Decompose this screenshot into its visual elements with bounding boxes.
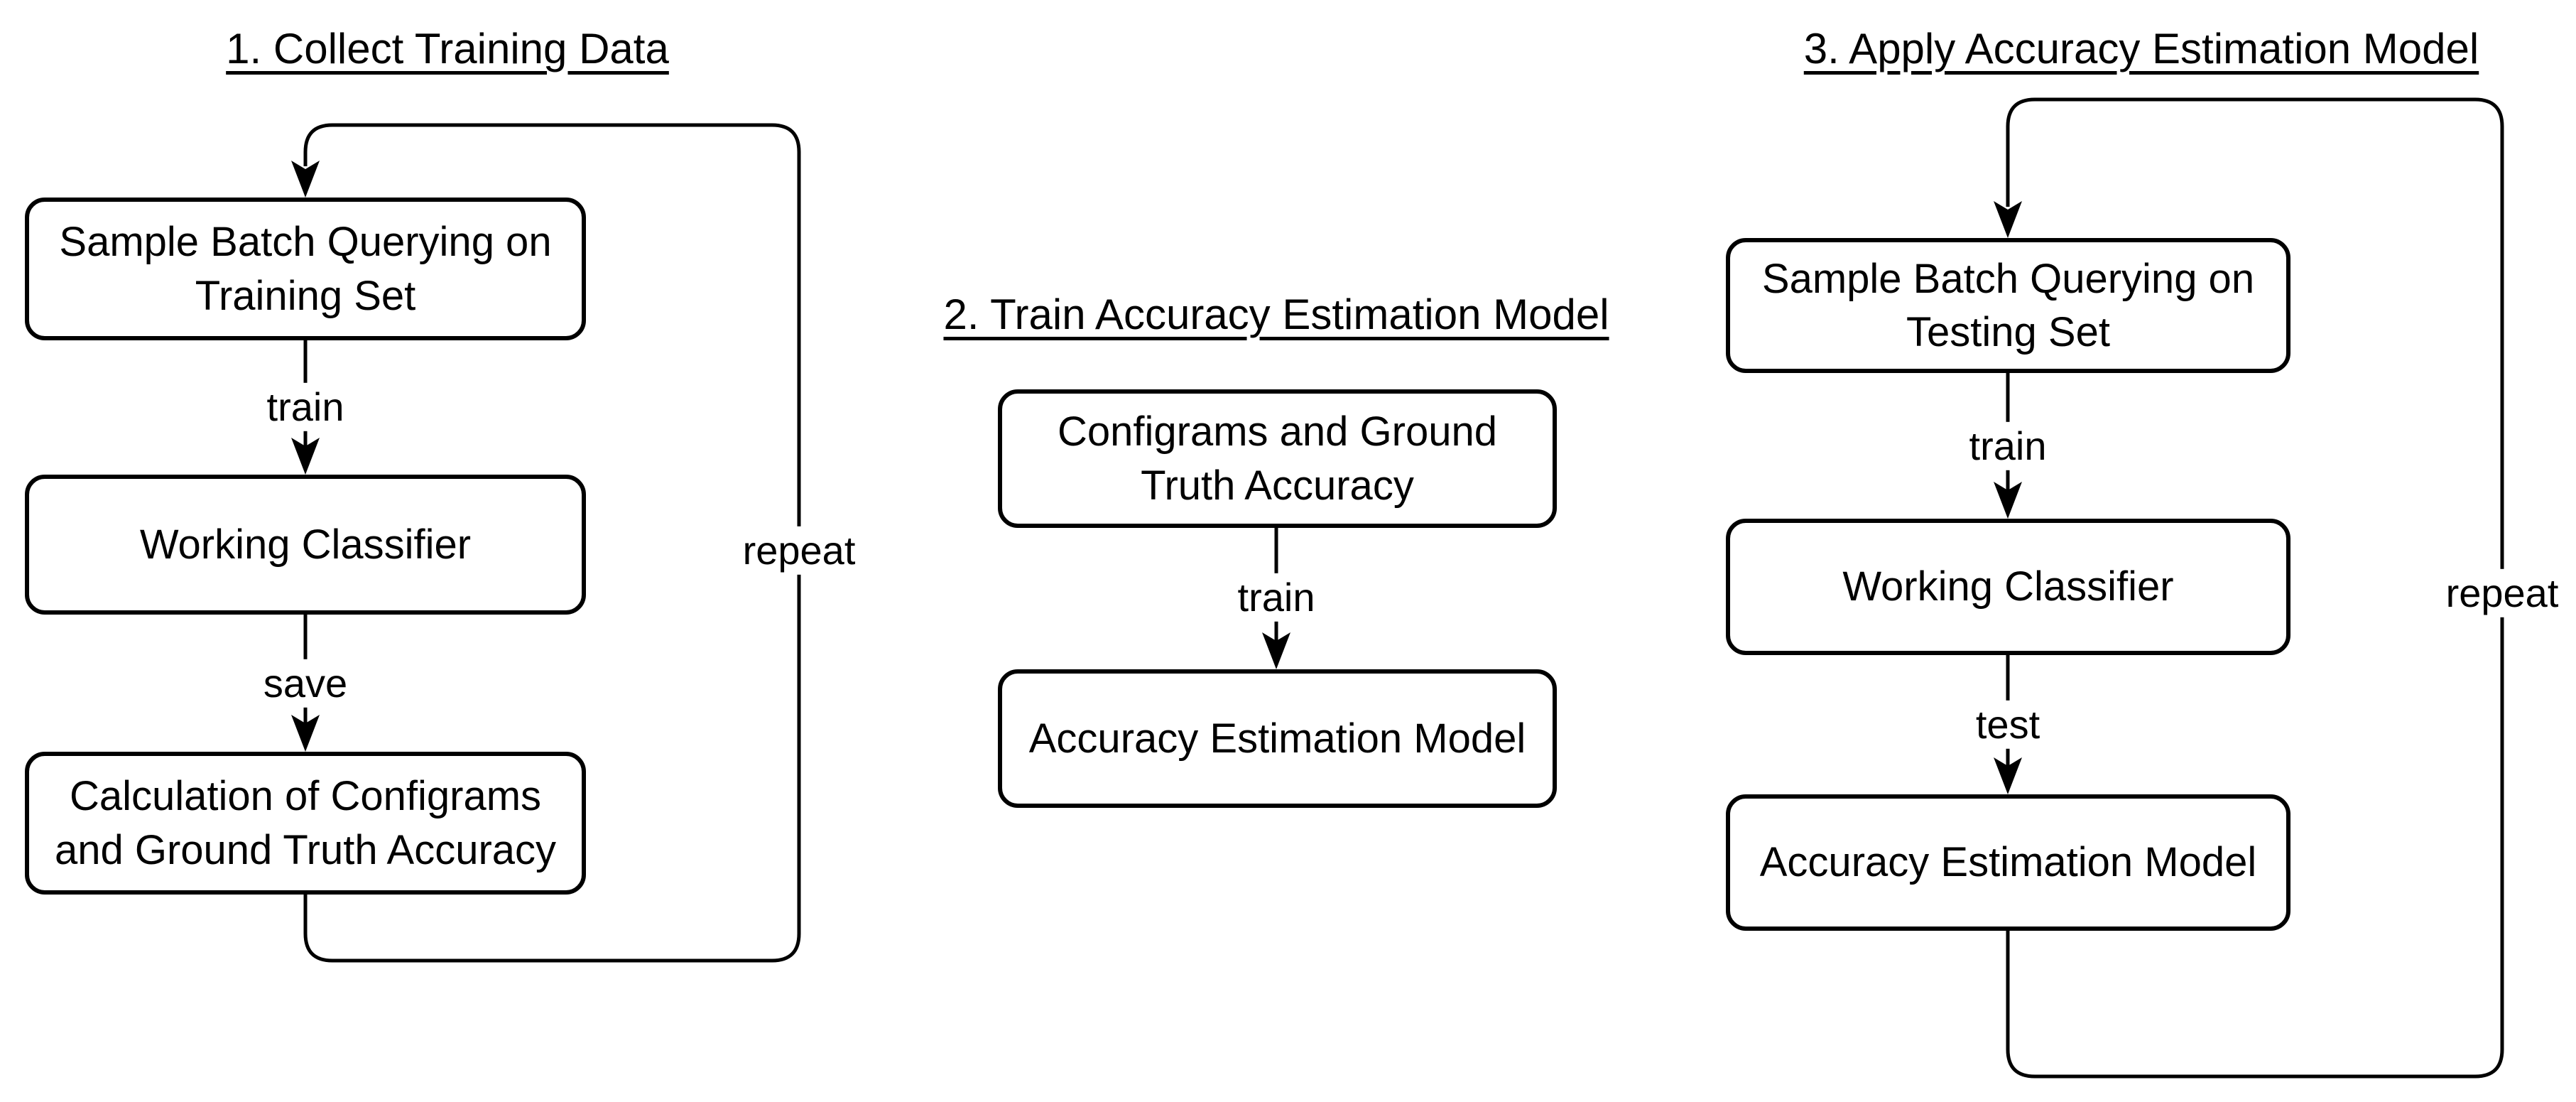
section-title-apply-accuracy-estimation-model: 3. Apply Accuracy Estimation Model: [1803, 25, 2479, 72]
edge-label-train-2: train: [1227, 573, 1325, 622]
arrowhead: [291, 161, 320, 198]
section-title-collect-training-data: 1. Collect Training Data: [226, 25, 669, 72]
section-title-train-accuracy-estimation-model: 2. Train Accuracy Estimation Model: [943, 291, 1609, 338]
edge-label-train-1: train: [256, 382, 354, 432]
edge-label-test: test: [1965, 700, 2050, 750]
loop-label-repeat-1: repeat: [732, 526, 866, 576]
node-working-classifier-2: Working Classifier: [1726, 519, 2290, 655]
node-accuracy-estimation-model-1: Accuracy Estimation Model: [998, 669, 1557, 808]
arrowhead: [291, 438, 320, 475]
edge-label-save: save: [253, 659, 358, 708]
node-sample-batch-querying-training-set: Sample Batch Querying on Training Set: [25, 198, 586, 340]
node-accuracy-estimation-model-2: Accuracy Estimation Model: [1726, 794, 2290, 931]
arrowhead: [1994, 757, 2022, 794]
edge-label-train-3: train: [1959, 421, 2057, 471]
arrowhead: [291, 715, 320, 752]
arrowhead: [1262, 632, 1290, 669]
node-calculation-configrams-ground-truth: Calculation of Configrams and Ground Tru…: [25, 752, 586, 895]
node-sample-batch-querying-testing-set: Sample Batch Querying on Testing Set: [1726, 238, 2290, 373]
node-working-classifier-1: Working Classifier: [25, 475, 586, 615]
arrowhead: [1994, 201, 2022, 238]
arrowhead: [1994, 482, 2022, 519]
loop-label-repeat-2: repeat: [2435, 568, 2569, 618]
node-configrams-and-ground-truth-accuracy: Configrams and Ground Truth Accuracy: [998, 389, 1557, 528]
